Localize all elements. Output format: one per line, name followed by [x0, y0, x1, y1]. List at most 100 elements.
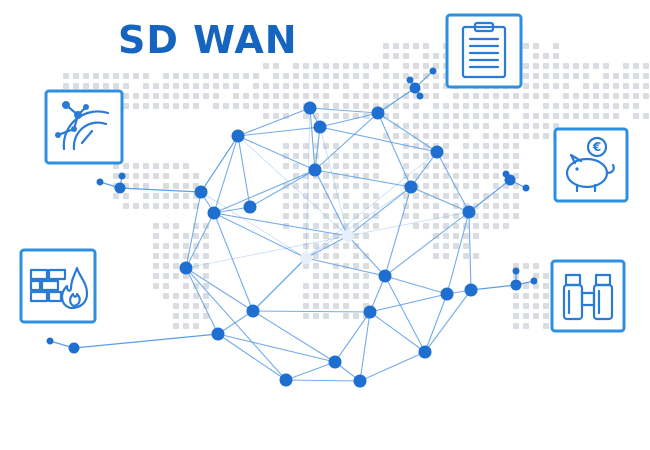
mesh-line — [252, 310, 371, 313]
mesh-nodes — [179, 101, 478, 388]
page-title: SD WAN — [118, 18, 298, 62]
mesh-line — [384, 186, 412, 277]
mesh-line — [309, 107, 379, 114]
mesh-line — [249, 169, 316, 208]
branch-lines — [46, 67, 538, 354]
mesh-line — [185, 267, 287, 381]
mesh-line — [213, 135, 239, 214]
binoculars-icon — [550, 259, 626, 333]
mesh-node — [353, 374, 367, 388]
mesh-line — [217, 333, 336, 363]
mesh-line — [410, 186, 470, 213]
mesh-node — [363, 305, 377, 319]
mesh-node — [328, 355, 342, 369]
mesh-line — [185, 191, 202, 269]
branch-node — [522, 184, 530, 192]
mesh-line — [309, 107, 316, 171]
clipboard-icon — [445, 13, 523, 89]
mesh-line — [369, 293, 448, 313]
mesh-node — [231, 129, 245, 143]
piggy-bank-euro-icon: € — [553, 127, 629, 203]
mesh-line — [305, 235, 349, 259]
mesh-node — [303, 101, 317, 115]
branch-node — [512, 267, 520, 275]
mesh-line — [359, 311, 371, 382]
mesh-node — [378, 269, 392, 283]
mesh-node — [179, 261, 193, 275]
mesh-line — [305, 151, 438, 259]
branch-node — [429, 67, 437, 75]
mesh-line — [305, 257, 386, 277]
mesh-line — [314, 126, 321, 171]
mesh-node — [308, 163, 322, 177]
mesh-line — [377, 112, 438, 153]
mesh-node — [194, 185, 208, 199]
mesh-line — [285, 379, 361, 382]
mesh-line — [185, 212, 215, 269]
mesh-line — [200, 135, 239, 193]
mesh-line — [347, 186, 412, 237]
mesh-line — [185, 267, 219, 335]
mesh-line — [252, 310, 336, 363]
mesh-line — [314, 169, 349, 237]
mesh-line — [446, 211, 470, 295]
mesh-line — [377, 112, 412, 188]
mesh-line — [314, 169, 412, 188]
mesh-node — [430, 145, 444, 159]
mesh-line — [319, 126, 349, 237]
mesh-line — [384, 275, 448, 295]
branch-hub — [114, 182, 126, 194]
mesh-line — [217, 310, 254, 335]
mesh-line — [359, 351, 426, 382]
mesh-node — [246, 304, 260, 318]
speedometer-icon — [44, 89, 124, 165]
mesh-line — [252, 257, 307, 312]
mesh-line — [185, 235, 349, 269]
branch-line — [119, 187, 202, 193]
mesh-line — [369, 311, 426, 353]
branch-hub — [409, 82, 421, 94]
mesh-node — [371, 106, 385, 120]
mesh-node — [418, 345, 432, 359]
mesh-line — [347, 235, 386, 277]
mesh-node — [440, 287, 454, 301]
mesh-line — [347, 211, 470, 237]
mesh-line — [410, 151, 438, 188]
mesh-node — [404, 180, 418, 194]
branch-node — [530, 277, 538, 285]
mesh-line — [237, 135, 349, 237]
mesh-line — [237, 135, 316, 171]
mesh-line — [436, 151, 470, 213]
branch-node — [96, 178, 104, 186]
mesh-node — [279, 373, 293, 387]
mesh-line — [334, 311, 371, 363]
mesh-line — [200, 191, 307, 259]
mesh-node — [207, 206, 221, 220]
mesh-node — [464, 283, 478, 297]
mesh-node — [211, 327, 225, 341]
branch-hub — [504, 174, 516, 186]
mesh-node — [342, 230, 354, 242]
mesh-line — [424, 293, 448, 353]
mesh-line — [237, 135, 251, 208]
mesh-line — [237, 126, 321, 137]
mesh-line — [217, 333, 287, 381]
svg-text:€: € — [592, 140, 601, 154]
mesh-line — [384, 211, 470, 277]
branch-line — [468, 179, 511, 213]
mesh-line — [213, 212, 254, 312]
branch-line — [470, 284, 517, 291]
mesh-node — [462, 205, 476, 219]
mesh-line — [314, 112, 379, 171]
mesh-node — [300, 252, 312, 264]
mesh-line — [213, 212, 307, 259]
mesh-line — [305, 186, 412, 259]
branch-node — [118, 172, 126, 180]
mesh-line — [285, 361, 336, 381]
branch-node — [416, 92, 424, 100]
mesh-line — [213, 212, 349, 237]
mesh-node — [313, 120, 327, 134]
mesh-line — [468, 211, 472, 291]
